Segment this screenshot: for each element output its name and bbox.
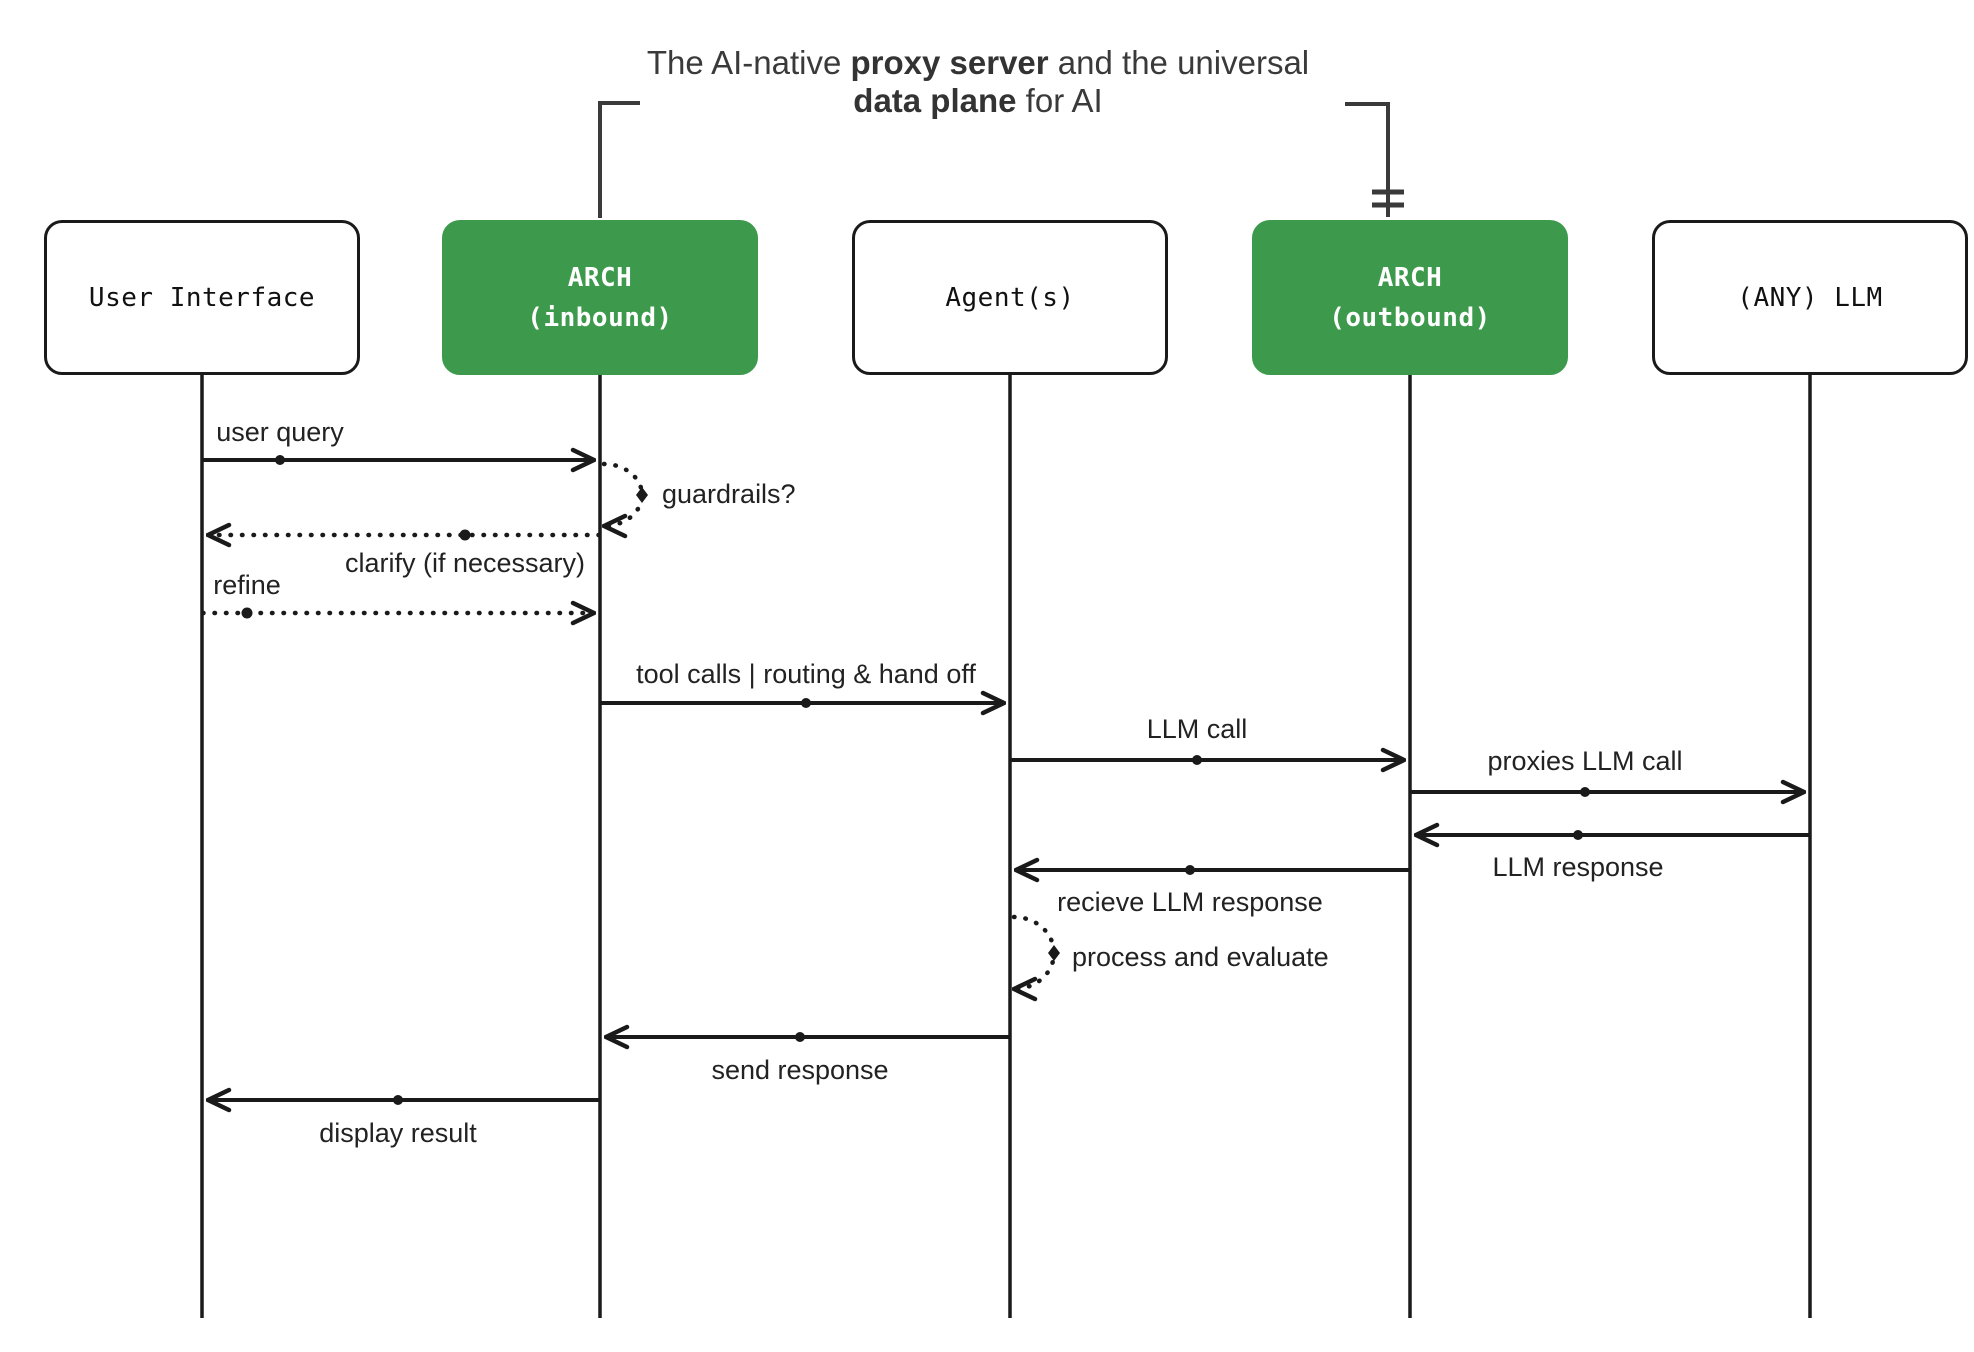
label-user-query: user query [216,417,344,447]
actor-user-interface: User Interface [44,220,360,375]
actor-arch-inbound-label-line1: ARCH [567,262,633,293]
label-send-response: send response [711,1055,889,1085]
label-refine: refine [213,570,281,600]
label-recieve-llm-response: recieve LLM response [1057,887,1323,917]
title-bracket-left [598,101,640,218]
actor-user-interface-label: User Interface [88,282,316,313]
actor-any-llm: (ANY) LLM [1652,220,1968,375]
label-clarify: clarify (if necessary) [344,548,586,578]
actor-arch-inbound: ARCH (inbound) [442,220,758,375]
loop-dot-guardrails [636,487,648,503]
label-tool-calls: tool calls | routing & hand off [636,659,976,689]
actor-any-llm-label: (ANY) LLM [1737,282,1883,313]
label-guardrails: guardrails? [662,479,796,509]
diagram-title-line2: data plane for AI [853,82,1103,119]
label-llm-response: LLM response [1492,852,1664,882]
arrow-midpoint-dots [241,455,1590,1105]
actor-arch-outbound: ARCH (outbound) [1252,220,1568,375]
label-process-evaluate: process and evaluate [1072,942,1329,972]
actor-agents: Agent(s) [852,220,1168,375]
actor-arch-outbound-label-line2: (outbound) [1329,302,1491,333]
loop-guardrails [601,461,645,526]
label-display-result: display result [319,1118,477,1148]
title-bracket-break-ticks [1372,189,1404,208]
diagram-title: The AI-native proxy server and the unive… [378,44,1578,120]
label-proxies-llm-call: proxies LLM call [1487,746,1683,776]
diagram-title-line1: The AI-native proxy server and the unive… [646,44,1310,81]
actor-agents-label: Agent(s) [945,282,1075,313]
label-llm-call: LLM call [1146,714,1248,744]
loop-dot-process [1048,945,1060,961]
title-bracket-right [1345,102,1390,217]
actor-arch-outbound-label-line1: ARCH [1377,262,1443,293]
actor-arch-inbound-label-line2: (inbound) [527,302,673,333]
